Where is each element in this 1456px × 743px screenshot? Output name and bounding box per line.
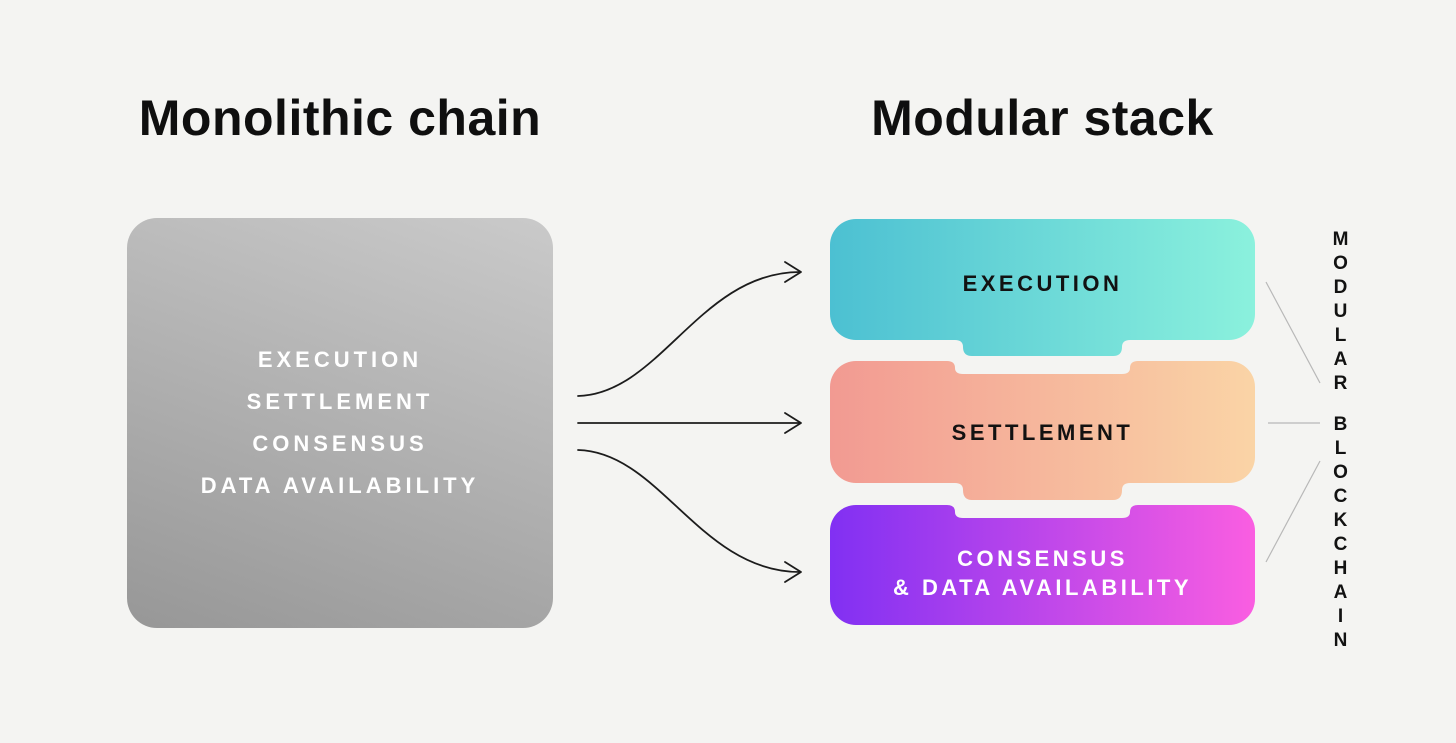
monolithic-title: Monolithic chain: [138, 90, 542, 146]
consensus-da-label-line2: & DATA AVAILABILITY: [892, 575, 1193, 600]
vertical-word-blockchain: BLOCKCHAIN: [1330, 414, 1351, 654]
brace-line-execution: [1265, 281, 1321, 384]
arrow-to-consensus-head-icon: [784, 561, 802, 583]
arrows-group: [577, 261, 802, 583]
mono-layer-consensus: CONSENSUS: [252, 431, 428, 456]
arrow-to-execution: [577, 271, 801, 397]
brace-lines-group: [1265, 281, 1321, 563]
monolithic-chain-box: EXECUTION SETTLEMENT CONSENSUS DATA AVAI…: [127, 218, 553, 628]
mono-layer-execution: EXECUTION: [257, 347, 423, 372]
arrow-to-execution-head-icon: [784, 261, 802, 283]
modular-blockchain-vertical-label: MODULAR BLOCKCHAIN: [1322, 229, 1358, 654]
consensus-da-label-line1: CONSENSUS: [957, 546, 1128, 571]
consensus-da-block: CONSENSUS & DATA AVAILABILITY: [830, 505, 1255, 625]
settlement-block: SETTLEMENT: [830, 361, 1255, 500]
arrow-to-consensus: [577, 449, 801, 573]
execution-block: EXECUTION: [830, 219, 1255, 356]
modular-title: Modular stack: [871, 90, 1214, 146]
vertical-word-modular: MODULAR: [1330, 229, 1351, 397]
settlement-block-label: SETTLEMENT: [951, 420, 1134, 445]
mono-layer-data-availability: DATA AVAILABILITY: [200, 473, 480, 498]
mono-layer-settlement: SETTLEMENT: [246, 389, 434, 414]
brace-line-consensus: [1265, 460, 1321, 563]
execution-block-label: EXECUTION: [962, 270, 1123, 296]
arrow-to-settlement-head-icon: [784, 412, 802, 434]
